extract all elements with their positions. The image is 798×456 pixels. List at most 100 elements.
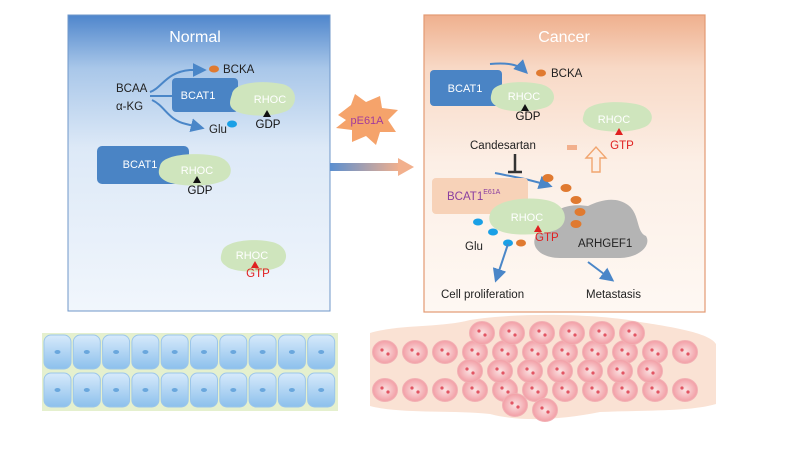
cancer-cell <box>372 378 398 402</box>
glu-dot-1 <box>473 218 483 226</box>
cancer-cell <box>502 393 528 417</box>
cancer-cell-nucleus <box>546 410 550 414</box>
cancer-cell-nucleus <box>543 333 547 337</box>
cancer-panel: Cancer BCKA BCAT1 RHOC GDP RHOC GTP Cand… <box>423 14 706 313</box>
cancer-cell <box>672 340 698 364</box>
rhoc-blob-bottom <box>220 240 287 272</box>
normal-bcka-label: BCKA <box>223 64 255 76</box>
cancer-bcat1-top-label: BCAT1 <box>448 83 483 95</box>
normal-cell-nucleus <box>318 388 325 392</box>
cancer-cell-nucleus <box>510 401 514 405</box>
cancer-cell-nucleus <box>536 352 540 356</box>
cancer-cell-nucleus <box>567 329 571 333</box>
rhoc-blob-top <box>230 82 295 116</box>
cancer-cell-nucleus <box>585 367 589 371</box>
cancer-bcka-label: BCKA <box>551 68 583 80</box>
cancer-arrow-to-bcka <box>489 59 528 74</box>
bcka-dot-1 <box>542 174 554 182</box>
cancer-gtp-right-label: GTP <box>610 140 634 152</box>
normal-rhoc-top-label: RHOC <box>254 94 286 106</box>
normal-cell-nucleus <box>54 388 61 392</box>
bcka-dot <box>209 65 219 73</box>
cancer-cell-nucleus <box>386 390 390 394</box>
glu-dot <box>227 120 237 128</box>
cancer-cell-nucleus <box>416 352 420 356</box>
transition-arrow-shaft <box>330 163 400 171</box>
cancer-cell-nucleus <box>626 352 630 356</box>
cancer-cell-nucleus <box>513 333 517 337</box>
cancer-cell-nucleus <box>597 329 601 333</box>
gdp-triangle-mid <box>193 176 201 183</box>
normal-epithelium-icon <box>42 333 338 411</box>
cancer-cell <box>577 359 603 383</box>
normal-bcat1-mid-label: BCAT1 <box>123 159 158 171</box>
normal-gtp-bottom-label: GTP <box>246 268 270 280</box>
cancer-cell <box>607 359 633 383</box>
cancer-cell <box>532 398 558 422</box>
cancer-cell-nucleus <box>590 386 594 390</box>
cancer-cell-nucleus <box>380 348 384 352</box>
bcat1-mutant-superscript: E61A <box>483 189 500 196</box>
cancer-cell-nucleus <box>603 333 607 337</box>
cancer-rhoc-right-label: RHOC <box>598 114 630 126</box>
cancer-cell-nucleus <box>566 390 570 394</box>
transition-arrow-icon <box>398 158 414 176</box>
arhgef1-label: ARHGEF1 <box>578 238 632 250</box>
cancer-cell-nucleus <box>621 371 625 375</box>
cancer-rhoc-top-label: RHOC <box>508 91 540 103</box>
cancer-cell <box>517 359 543 383</box>
cancer-cell-nucleus <box>516 405 520 409</box>
metastasis-label: Metastasis <box>586 289 641 301</box>
cancer-cell-nucleus <box>591 371 595 375</box>
cancer-cell-nucleus <box>483 333 487 337</box>
activation-arrow-icon <box>584 145 608 173</box>
glu-dot-2 <box>488 228 498 236</box>
cancer-gdp-triangle <box>521 104 529 111</box>
normal-cell-nucleus <box>54 350 61 354</box>
cancer-cell-nucleus <box>680 348 684 352</box>
normal-cell-nucleus <box>171 350 178 354</box>
cancer-cell-nucleus <box>530 386 534 390</box>
cancer-cell-nucleus <box>386 352 390 356</box>
cancer-rhoc-blob-top <box>490 82 555 112</box>
cancer-cell-nucleus <box>380 386 384 390</box>
cancer-cell <box>432 378 458 402</box>
mutant-rhoc-blob <box>489 198 565 235</box>
cancer-cell-nucleus <box>446 352 450 356</box>
cancer-cell-nucleus <box>555 367 559 371</box>
normal-arrow-to-glu <box>151 99 205 133</box>
cancer-cell-nucleus <box>650 386 654 390</box>
mutant-gtp-triangle <box>534 225 542 232</box>
cancer-title: Cancer <box>538 29 590 46</box>
cancer-cell-nucleus <box>686 352 690 356</box>
bcka-dot-2 <box>560 184 572 192</box>
normal-cell-nucleus <box>288 388 295 392</box>
cancer-cell-nucleus <box>626 390 630 394</box>
akg-label: α-KG <box>116 101 143 113</box>
normal-cell-nucleus <box>318 350 325 354</box>
cancer-cell-nucleus <box>561 371 565 375</box>
normal-cell-nucleus <box>113 350 120 354</box>
equals-mark <box>567 145 577 150</box>
cancer-cell-nucleus <box>596 390 600 394</box>
cancer-cell-nucleus <box>590 348 594 352</box>
cancer-panel-background <box>423 14 706 313</box>
cancer-glu-label: Glu <box>465 241 483 253</box>
cancer-cell-nucleus <box>537 329 541 333</box>
bcka-dot-3 <box>570 196 582 204</box>
normal-cell-nucleus <box>230 388 237 392</box>
normal-arrow-to-bcka <box>149 63 207 93</box>
cancer-cell-nucleus <box>501 371 505 375</box>
cancer-cell-nucleus <box>596 352 600 356</box>
cancer-cell-nucleus <box>686 390 690 394</box>
normal-rhoc-bottom-label: RHOC <box>236 250 268 262</box>
cancer-cell-nucleus <box>651 371 655 375</box>
normal-glu-label: Glu <box>209 124 227 136</box>
cancer-cell-nucleus <box>440 386 444 390</box>
bcaa-label: BCAA <box>116 83 148 95</box>
bcat1-box-top <box>172 78 238 112</box>
normal-bcat1-top-label: BCAT1 <box>181 90 216 102</box>
cancer-cell-nucleus <box>471 371 475 375</box>
cancer-cell-nucleus <box>656 390 660 394</box>
